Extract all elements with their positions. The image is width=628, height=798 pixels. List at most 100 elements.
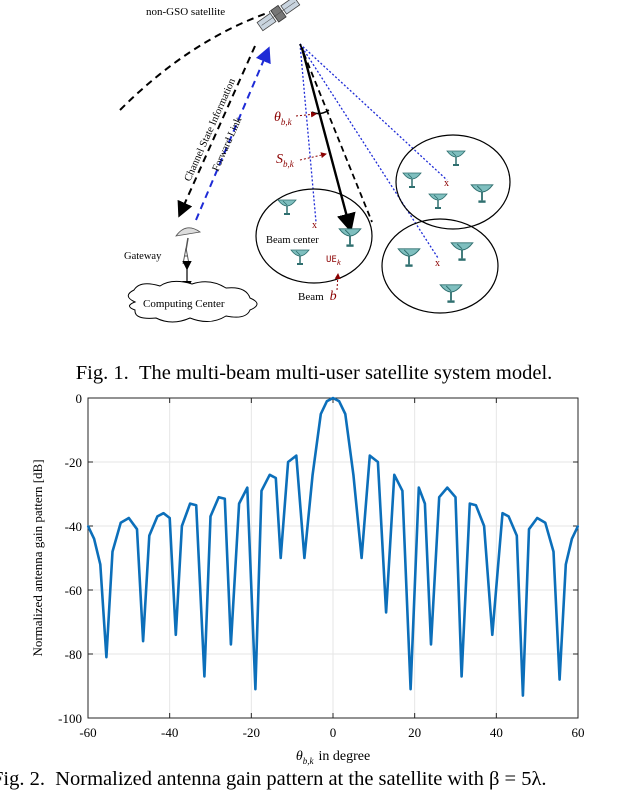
- beam-line: [299, 43, 448, 181]
- beam-circle-target: [255, 188, 373, 284]
- data-point: [203, 675, 206, 678]
- beam-circle: [381, 218, 499, 314]
- data-point: [156, 515, 159, 518]
- data-point: [127, 517, 130, 519]
- x-tick-label: -40: [161, 725, 178, 740]
- data-point: [483, 525, 485, 527]
- beam-edge-line: [299, 43, 373, 223]
- data-point: [223, 497, 226, 500]
- y-axis: 0 -20 -40 -60 -80 -100: [58, 391, 578, 726]
- data-point: [246, 486, 249, 489]
- data-point: [260, 489, 263, 492]
- computing-center-label: Computing Center: [143, 298, 225, 310]
- caption-prefix: Fig. 2.: [0, 768, 45, 790]
- data-point: [515, 534, 518, 537]
- data-point: [360, 557, 363, 559]
- data-point: [377, 461, 379, 463]
- x-tick-label: 60: [572, 725, 585, 740]
- data-point: [564, 563, 567, 566]
- data-point: [168, 517, 171, 519]
- orbit-arc: [119, 11, 271, 111]
- data-point: [536, 517, 539, 519]
- y-tick-label: -20: [65, 455, 82, 470]
- x-tick-label: -20: [243, 725, 260, 740]
- data-point: [393, 473, 396, 476]
- figure1-caption: Fig. 1. The multi-beam multi-user satell…: [0, 362, 628, 385]
- gateway-label: Gateway: [124, 251, 162, 262]
- data-point: [174, 633, 177, 636]
- data-point: [148, 534, 151, 537]
- data-point: [501, 512, 504, 515]
- data-point: [438, 496, 441, 499]
- data-point: [311, 473, 314, 476]
- data-point: [287, 461, 289, 463]
- beam-center-mark: x: [435, 258, 440, 269]
- beam-circle: [395, 134, 511, 230]
- data-point: [528, 528, 530, 531]
- data-point: [454, 496, 457, 499]
- beam-line: [299, 43, 439, 259]
- data-point: [181, 525, 183, 527]
- cloud-shape: [127, 280, 258, 323]
- data-point: [268, 473, 271, 476]
- data-point: [87, 525, 89, 527]
- beam-center-mark: x: [444, 178, 449, 189]
- satellite-icon: [256, 0, 301, 32]
- beam-center-label: Beam center: [266, 235, 319, 246]
- data-point: [544, 521, 547, 524]
- data-point: [254, 688, 257, 691]
- x-tick-label: 40: [490, 725, 503, 740]
- data-point: [217, 496, 220, 499]
- gateway-icon: [175, 227, 202, 265]
- data-point: [570, 537, 573, 540]
- data-point: [552, 550, 555, 553]
- s-label: Sb,k: [276, 152, 295, 169]
- data-point: [423, 502, 426, 505]
- data-point: [475, 504, 477, 507]
- data-point: [238, 502, 240, 505]
- theta-label: θb,k: [274, 110, 293, 127]
- y-tick-label: -60: [65, 583, 82, 598]
- x-tick-label: -60: [79, 725, 96, 740]
- data-point: [189, 502, 191, 505]
- y-tick-label: -80: [65, 647, 82, 662]
- data-point: [521, 694, 524, 697]
- s-pointer: [299, 152, 327, 161]
- data-point: [332, 397, 334, 399]
- data-point: [352, 473, 355, 476]
- data-point: [105, 656, 108, 659]
- x-tick-label: 20: [408, 725, 421, 740]
- data-point: [417, 486, 420, 489]
- figure2-caption: Fig. 2. Normalized antenna gain pattern …: [0, 768, 620, 791]
- data-point: [295, 454, 298, 457]
- ue-link-arrow: [300, 47, 356, 233]
- data-point: [136, 528, 138, 531]
- data-point: [195, 504, 198, 507]
- data-point: [368, 454, 371, 457]
- data-point: [338, 400, 341, 403]
- data-point: [344, 413, 347, 415]
- data-point: [491, 633, 494, 636]
- y-tick-label: -100: [58, 711, 82, 726]
- data-point: [303, 557, 306, 559]
- caption-text: Normalized antenna gain pattern at the s…: [55, 768, 547, 790]
- data-point: [99, 563, 102, 566]
- data-point: [325, 400, 328, 403]
- data-point: [446, 486, 449, 489]
- y-tick-label: 0: [76, 391, 83, 406]
- data-point: [230, 643, 232, 646]
- data-point: [162, 512, 165, 515]
- data-point: [401, 489, 404, 492]
- y-axis-label: Normalized antenna gain pattern [dB]: [30, 459, 45, 656]
- data-point: [385, 611, 387, 614]
- data-point: [119, 521, 122, 524]
- y-tick-label: -40: [65, 519, 82, 534]
- data-point: [409, 688, 412, 691]
- data-point: [142, 640, 145, 643]
- system-model-figure: non-GSO satellite Channel State Informat…: [119, 0, 511, 323]
- data-points: [87, 397, 579, 697]
- data-point: [468, 502, 471, 505]
- data-point: [430, 643, 432, 646]
- beam-pointer: [334, 273, 341, 291]
